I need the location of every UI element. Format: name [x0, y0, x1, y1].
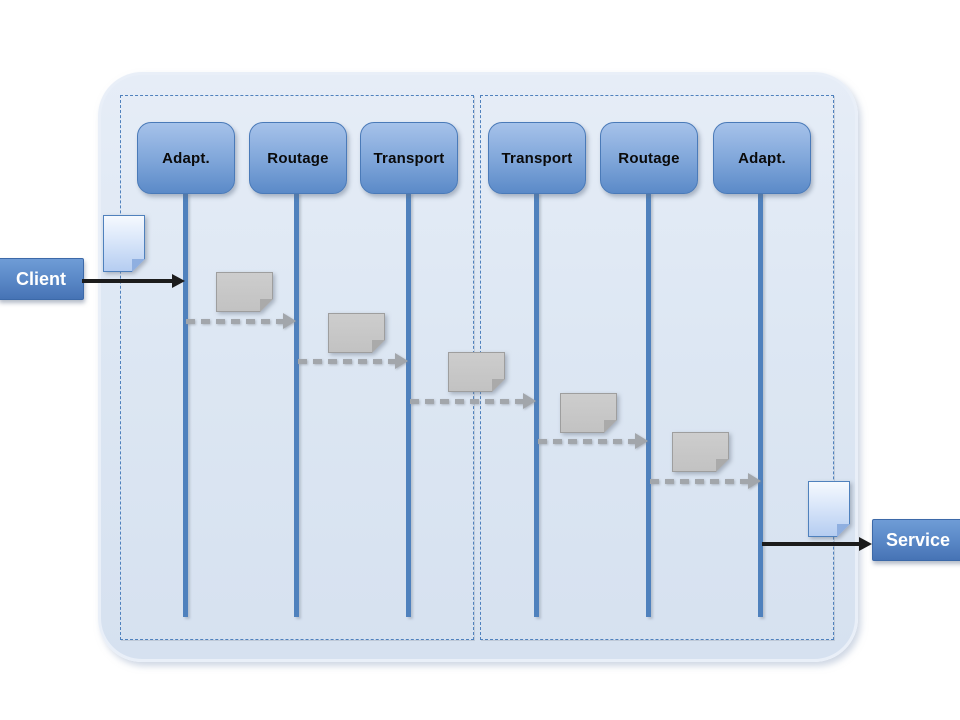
client-request-arrow [82, 274, 185, 288]
document-icon [808, 481, 850, 537]
document-fold-corner [492, 379, 505, 392]
lane-box-adapt-left: Adapt. [137, 122, 235, 194]
client-label: Client [15, 268, 66, 289]
lifeline-routage-right [646, 192, 651, 617]
lane-box-routage-left: Routage [249, 122, 347, 194]
lane-box-transport-left: Transport [360, 122, 458, 194]
message-arrow-2 [298, 353, 408, 369]
lane-box-transport-right: Transport [488, 122, 586, 194]
document-fold-corner [372, 340, 385, 353]
client-box: Client [0, 258, 84, 300]
lifeline-routage-left [294, 192, 299, 617]
lifeline-adapt-left [183, 192, 188, 617]
message-arrow-5 [650, 473, 761, 489]
document-icon [216, 272, 273, 312]
document-icon [103, 215, 145, 272]
document-fold-corner [716, 459, 729, 472]
service-delivery-arrow [762, 537, 872, 551]
lifeline-transport-left [406, 192, 411, 617]
document-body [672, 432, 729, 472]
document-icon [560, 393, 617, 433]
lane-box-adapt-right: Adapt. [713, 122, 811, 194]
lane-label: Routage [618, 149, 680, 167]
lane-label: Adapt. [738, 149, 786, 167]
document-fold-corner [604, 420, 617, 433]
lifeline-adapt-right [758, 192, 763, 617]
lane-label: Transport [373, 149, 445, 167]
document-icon [672, 432, 729, 472]
lane-label: Routage [267, 149, 329, 167]
service-box: Service [872, 519, 960, 561]
lifeline-transport-right [534, 192, 539, 617]
service-label: Service [885, 529, 951, 550]
lane-label: Adapt. [162, 149, 210, 167]
message-arrow-3 [410, 393, 536, 409]
document-fold-corner [260, 299, 273, 312]
document-fold-corner [132, 259, 145, 272]
document-icon [448, 352, 505, 392]
message-arrow-4 [538, 433, 648, 449]
message-arrow-1 [186, 313, 296, 329]
document-fold-corner [837, 524, 850, 537]
lane-label: Transport [501, 149, 573, 167]
document-icon [328, 313, 385, 353]
lane-box-routage-right: Routage [600, 122, 698, 194]
